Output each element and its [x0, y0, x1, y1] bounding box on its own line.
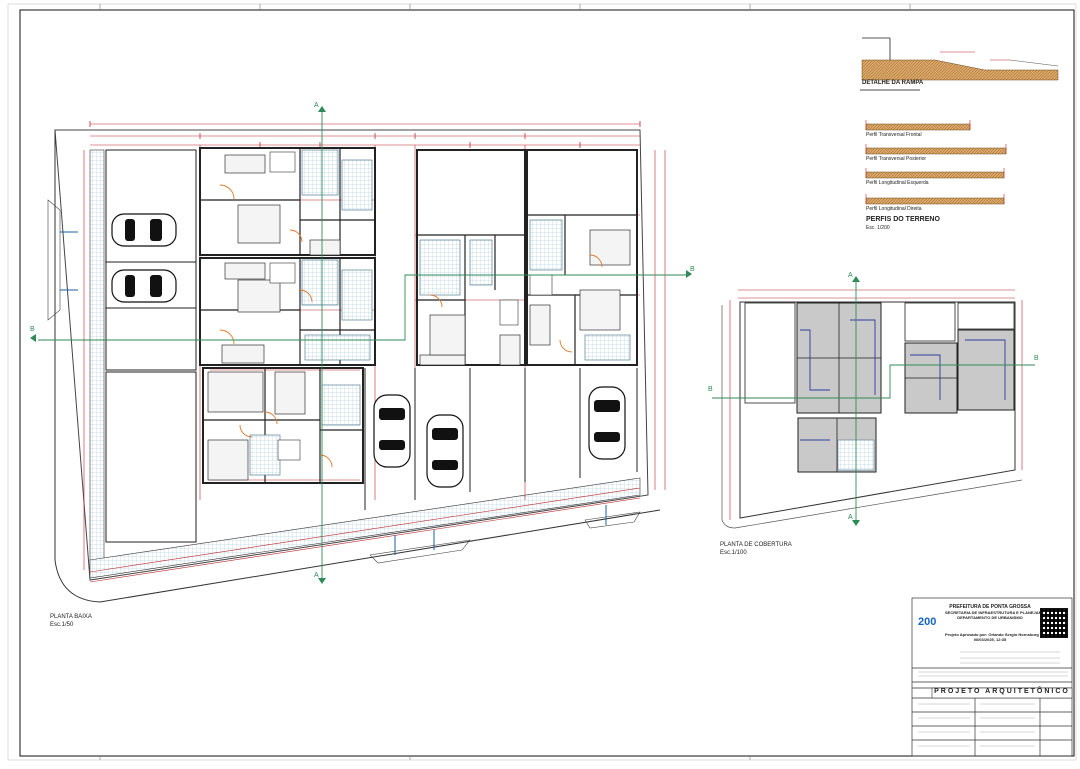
title-block-fine-lines [918, 651, 1068, 747]
dimension-ticks [89, 121, 641, 148]
roof-lot-outline [739, 301, 1016, 519]
section-mark-a-top: A [314, 102, 319, 109]
institution-line-1: PREFEITURA DE PONTA GROSSA [949, 604, 1031, 610]
section-lines [38, 112, 690, 580]
unit-b [202, 367, 364, 484]
approved-by: Projeto Aprovado por: Orlando Sergio Hor… [945, 632, 1039, 637]
profile-label-right: Perfil Longitudinal Direita [866, 206, 922, 212]
car-windows [125, 219, 620, 470]
section-mark-a-bottom: A [314, 572, 319, 579]
wet-areas [249, 149, 631, 476]
roof-section-mark-b-right: B [1034, 355, 1039, 362]
ramp-markers [60, 231, 607, 555]
tables [269, 151, 553, 461]
profile-label-left: Perfil Longitudinal Esquerda [866, 180, 929, 186]
anniversary-logo: 200 [918, 616, 940, 630]
door-swings [219, 184, 603, 468]
roof-section-mark-b-left: B [708, 386, 713, 393]
furniture [207, 154, 631, 481]
approved-date: 06/03/2025, 12:35 [973, 637, 1007, 642]
section-mark-b-left: B [30, 326, 35, 333]
roof-section-mark-a-top: A [848, 272, 853, 279]
lot-boundary [54, 129, 649, 581]
roof-gutters [800, 319, 1006, 441]
street-curb [54, 130, 661, 603]
section-mark-b-right: B [690, 266, 695, 273]
roof-slabs [796, 302, 1015, 473]
qr-code-icon [1040, 608, 1068, 638]
curb-ramps [47, 199, 641, 564]
project-banner: PROJETO ARQUITETÔNICO [934, 688, 1070, 695]
ramp-detail-title: DETALHE DA RAMPA [862, 80, 924, 86]
logo-number: 200 [918, 616, 937, 628]
roof-plan [712, 276, 1035, 529]
sheet-edge-ticks [99, 4, 911, 760]
profile-label-rear: Perfil Transversal Posterior [866, 156, 927, 162]
profile-label-front: Perfil Transversal Frontal [866, 132, 922, 138]
roof-plan-title: PLANTA DE COBERTURA [720, 542, 792, 548]
garage-left [105, 149, 197, 371]
project-banner-bg [931, 687, 1073, 699]
ground-floor-scale: Esc.1/50 [50, 622, 74, 628]
sheet-border [19, 9, 1075, 757]
institution-line-2: SECRETARIA DE INFRAESTRUTURA E PLANEJAME… [945, 610, 1054, 615]
unit-d [526, 149, 638, 366]
roof-section-mark-a-bottom: A [848, 514, 853, 521]
roof-plan-scale: Esc.1/100 [720, 550, 747, 556]
ground-floor-plan [30, 106, 692, 603]
profile-ends [865, 120, 1007, 204]
lower-left-yard [105, 371, 197, 543]
ground-floor-title: PLANTA BAIXA [50, 614, 92, 620]
unit-a-lower [199, 257, 376, 366]
ramp-detail [860, 37, 1059, 91]
sheet-outer-border [7, 3, 1077, 761]
unit-a-upper [199, 147, 376, 256]
terrain-profiles-title: PERFIS DO TERRENO [866, 216, 940, 223]
terrain-profiles-scale: Esc. 1/200 [866, 225, 890, 231]
unit-c [416, 149, 526, 366]
left-sidewalk [89, 149, 105, 571]
section-arrows [30, 106, 692, 584]
roof-section-lines [712, 282, 1035, 522]
institution-line-3: DEPARTAMENTO DE URBANISMO [957, 615, 1023, 620]
